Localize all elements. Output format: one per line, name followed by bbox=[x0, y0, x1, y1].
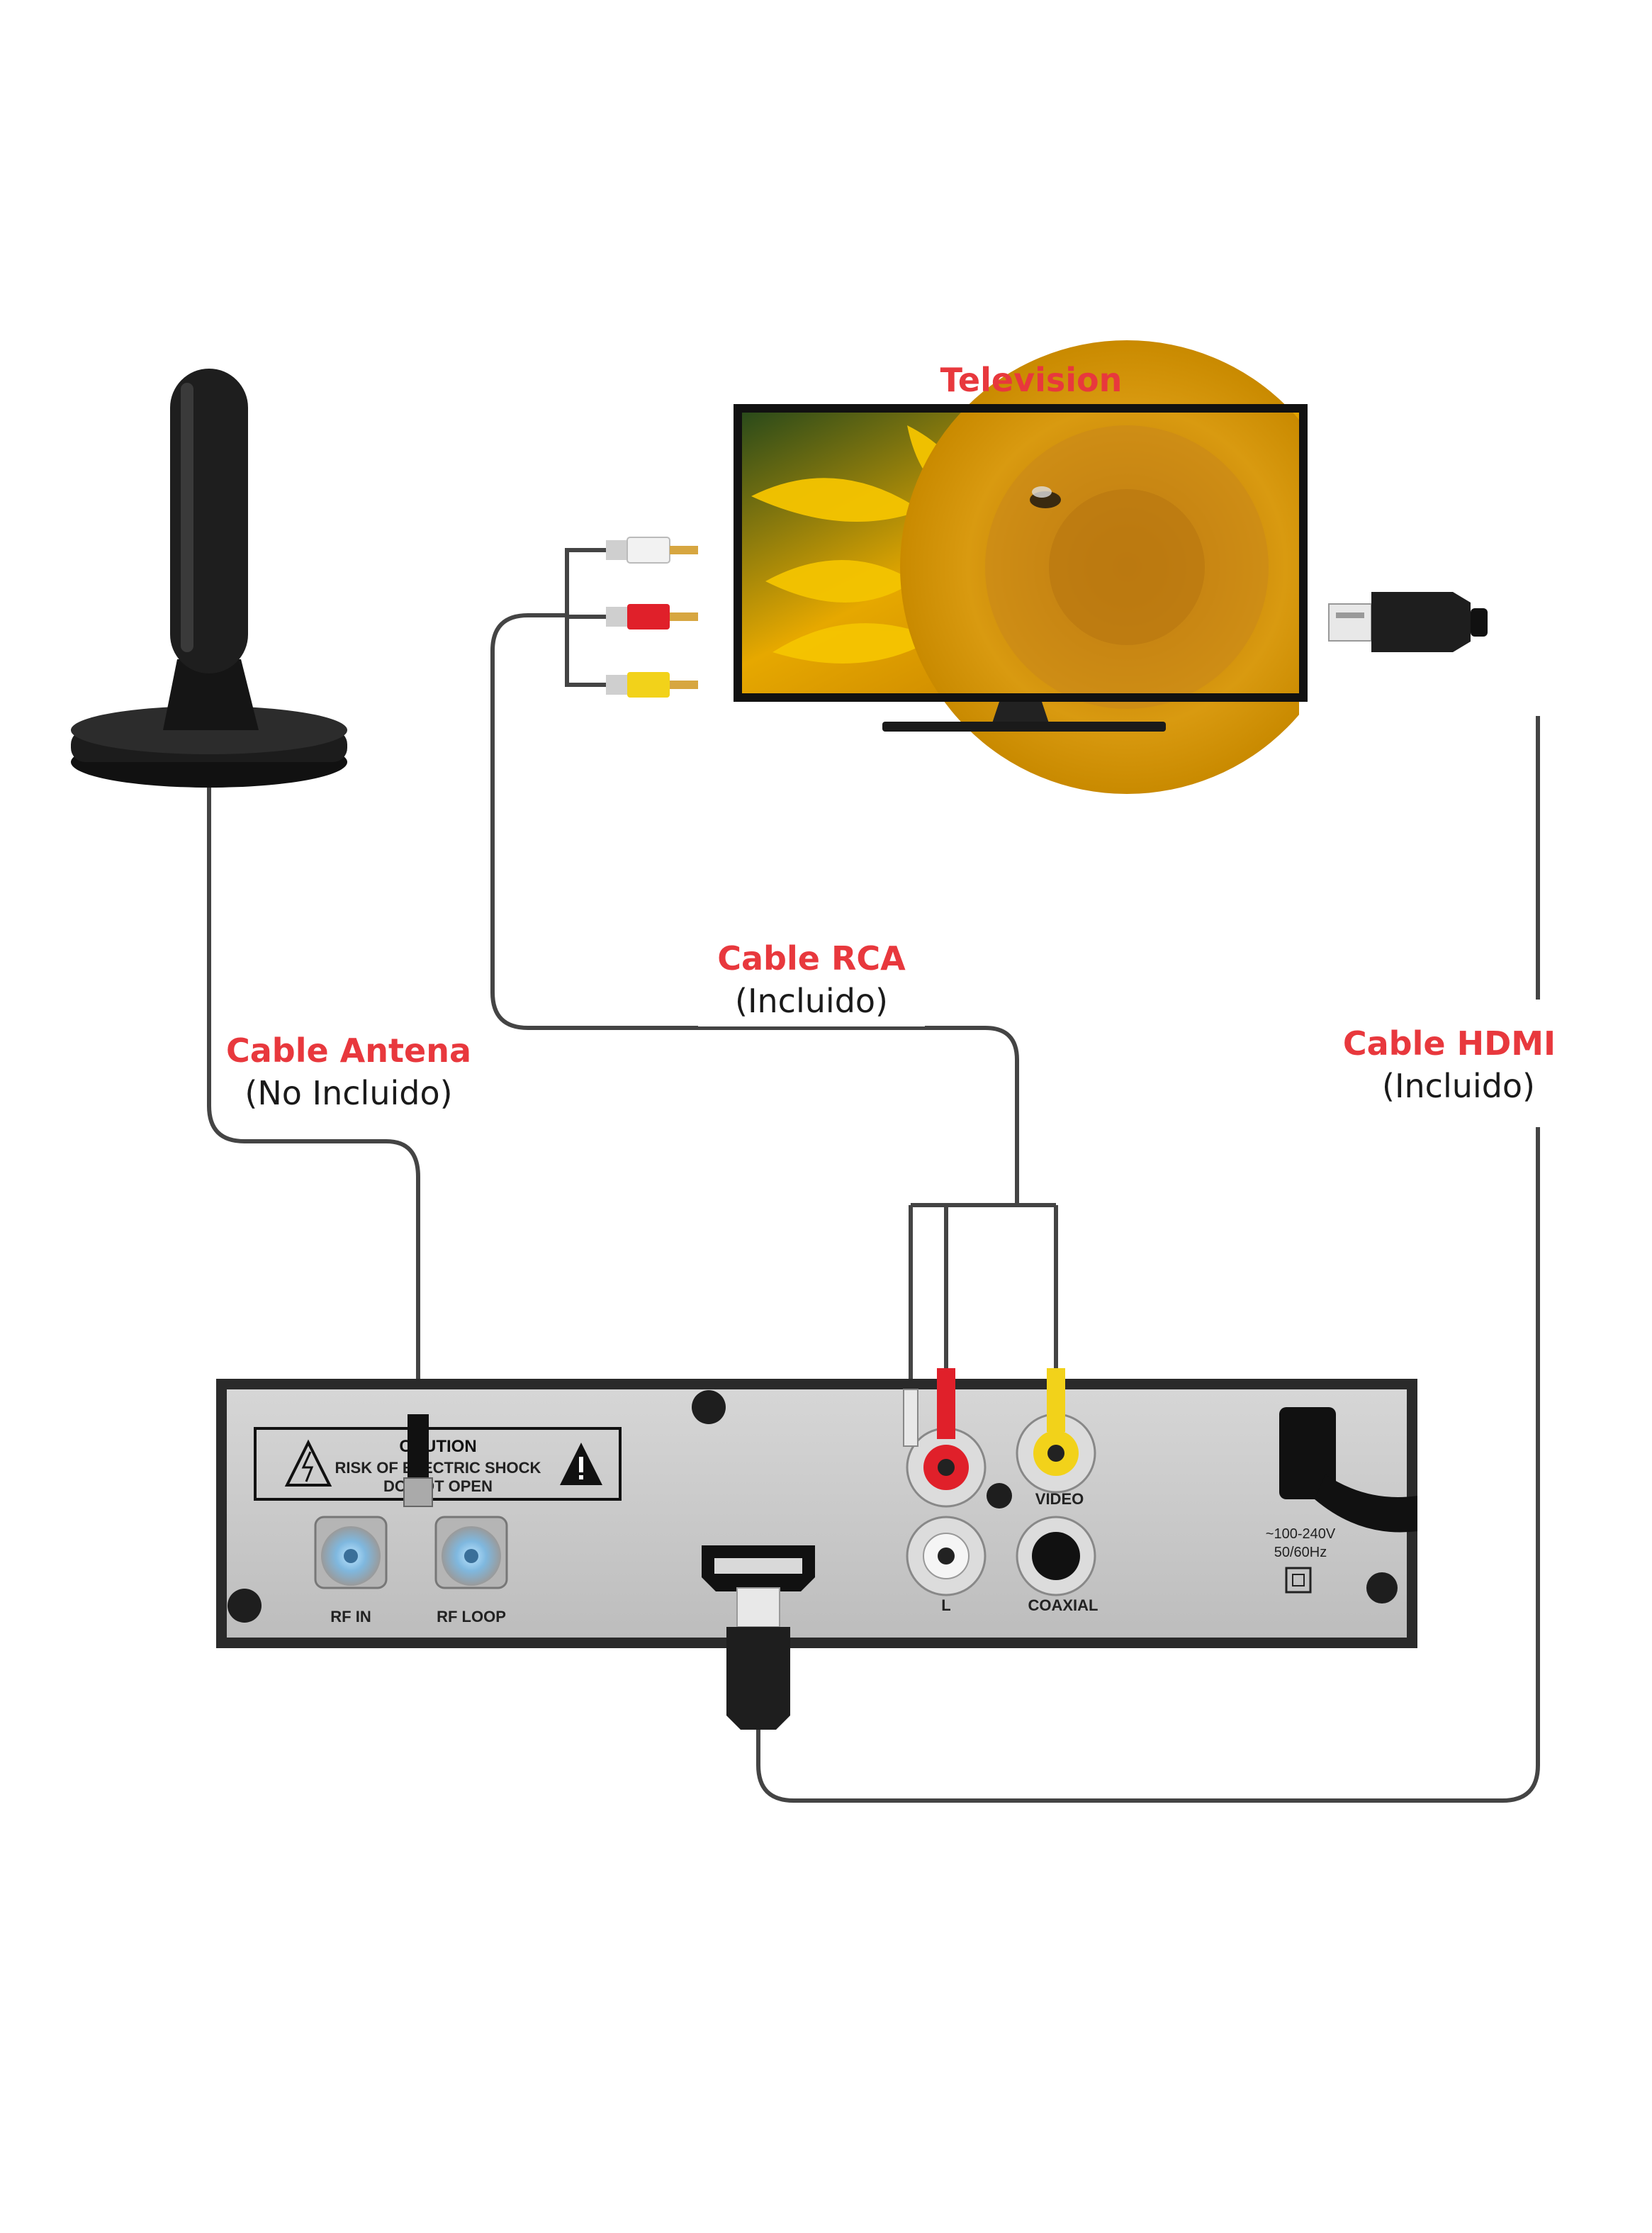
video-label: VIDEO bbox=[1035, 1490, 1084, 1508]
rf-in-jack bbox=[314, 1516, 388, 1589]
cable-hdmi-label: Cable HDMI bbox=[1343, 1024, 1556, 1063]
hdmi-plug-receiver bbox=[726, 1587, 790, 1730]
cable-rca-note: (Incluido) bbox=[735, 982, 888, 1020]
rca-socket-yellow bbox=[1016, 1413, 1096, 1494]
power-cord bbox=[1279, 1407, 1417, 1533]
coaxial-label: COAXIAL bbox=[1028, 1596, 1098, 1614]
caution-line3: DO NOT OPEN bbox=[383, 1477, 493, 1495]
power-line2: 50/60Hz bbox=[1274, 1545, 1327, 1560]
rca-plugs-tv bbox=[606, 537, 698, 698]
antenna-cable bbox=[207, 787, 420, 1418]
rca-socket-white bbox=[906, 1516, 987, 1596]
cable-hdmi-note: (Incluido) bbox=[1382, 1067, 1535, 1105]
rca-plug-white bbox=[606, 537, 698, 564]
coax-plug bbox=[403, 1414, 433, 1507]
hdmi-port bbox=[702, 1545, 815, 1591]
rf-loop-label: RF LOOP bbox=[437, 1608, 506, 1625]
rca-plugs-receiver bbox=[903, 1368, 1065, 1447]
rca-plug-red bbox=[606, 604, 698, 629]
caution-line2: RISK OF ELECTRIC SHOCK bbox=[335, 1459, 541, 1477]
rca-cable bbox=[490, 548, 1058, 1389]
cable-antena-label: Cable Antena bbox=[226, 1031, 471, 1070]
television bbox=[734, 340, 1652, 794]
cable-antena-note: (No Incluido) bbox=[245, 1074, 452, 1112]
screw-icon bbox=[227, 1390, 1398, 1623]
rca-plug-yellow bbox=[606, 672, 698, 698]
television-label: Television bbox=[940, 361, 1123, 399]
rf-in-label: RF IN bbox=[330, 1608, 371, 1625]
coaxial-socket bbox=[1016, 1516, 1096, 1596]
left-label: L bbox=[941, 1596, 950, 1614]
rca-socket-red bbox=[906, 1427, 987, 1508]
cable-rca-label: Cable RCA bbox=[717, 939, 906, 978]
antenna bbox=[71, 369, 347, 788]
double-insulation-icon bbox=[1285, 1567, 1312, 1594]
power-line1: ~100-240V bbox=[1266, 1526, 1336, 1542]
receiver-back-panel: CAUTION RISK OF ELECTRIC SHOCK DO NOT OP… bbox=[216, 1368, 1417, 1730]
hdmi-plug-tv bbox=[1328, 592, 1488, 652]
rf-loop-jack bbox=[434, 1516, 508, 1589]
